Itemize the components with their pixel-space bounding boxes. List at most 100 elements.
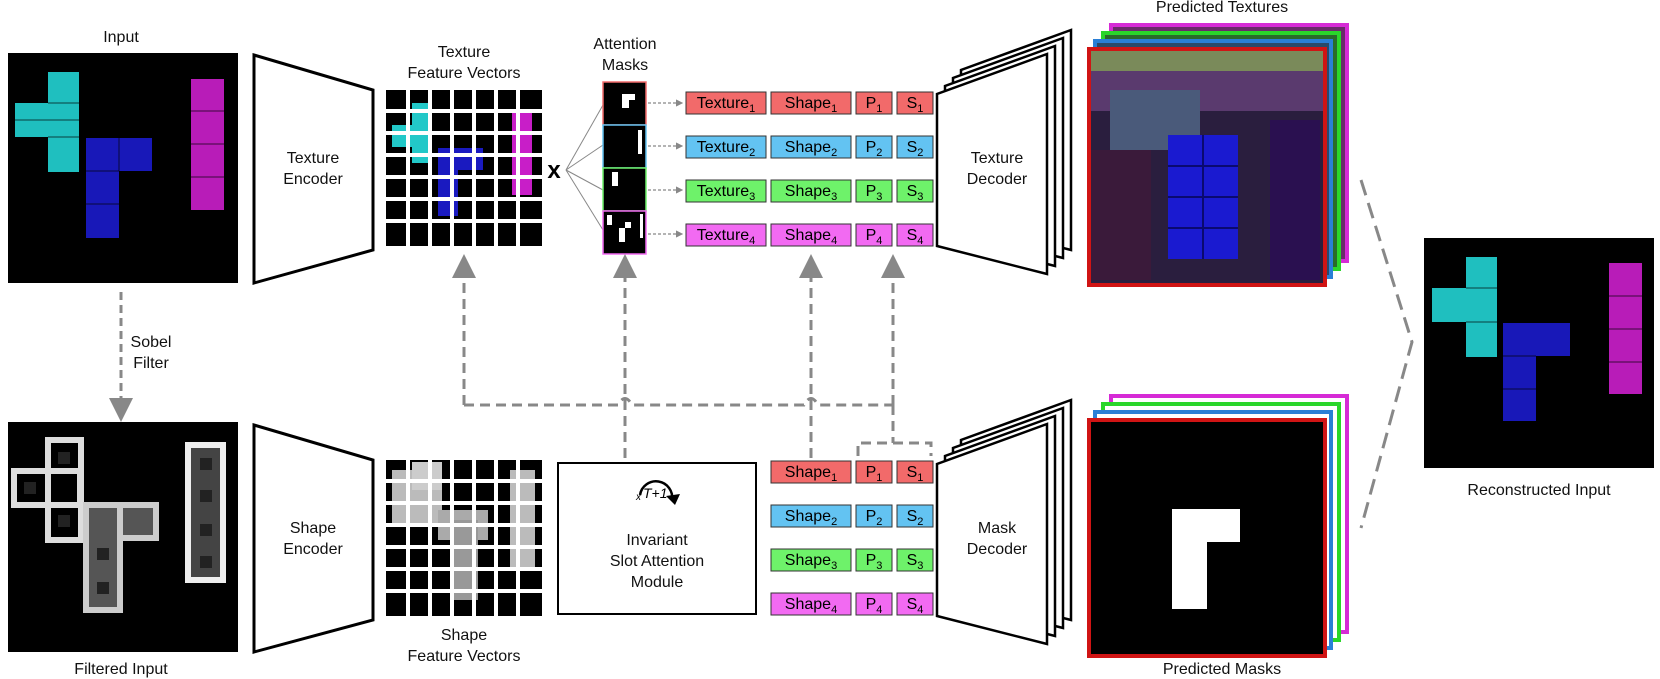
top-slot-4-texture-text: Texture4	[697, 227, 756, 247]
top-slot-2-p: P2	[855, 135, 893, 159]
bottom-slot-4-shape-text: Shape4	[785, 596, 837, 616]
bottom-slot-1-shape-text: Shape1	[785, 464, 837, 484]
attention-label-line2: Masks	[602, 57, 648, 74]
bottom-slot-1-s: S1	[896, 460, 934, 484]
top-slot-3-s: S3	[896, 179, 934, 203]
predicted-masks-stack	[1087, 394, 1349, 658]
predicted-textures-label: Predicted Textures	[1156, 0, 1288, 16]
mask-decoder-label-line1: Mask	[978, 520, 1017, 537]
bottom-slot-3-shape-text: Shape3	[785, 552, 837, 572]
attention-label-line1: Attention	[593, 36, 656, 53]
sobel-label-line1: Sobel	[131, 334, 172, 351]
bottom-slot-2-shape-text: Shape2	[785, 508, 837, 528]
texture-decoder-label-line2: Decoder	[967, 171, 1028, 188]
top-slot-3-p: P3	[855, 179, 893, 203]
top-slot-1-shape: Shape1	[770, 91, 852, 115]
top-slot-3-texture-text: Texture3	[697, 183, 756, 203]
texture-decoder: Texture Decoder	[935, 28, 1073, 276]
isa-label-line3: Module	[631, 574, 684, 591]
top-slot-1-p-text: P1	[866, 95, 883, 115]
texture-encoder: Texture Encoder	[252, 52, 375, 285]
bottom-slot-3-p: P3	[855, 548, 893, 572]
sobel-label-line2: Filter	[133, 355, 169, 372]
input-image	[8, 53, 238, 283]
bottom-slot-2-s: S2	[896, 504, 934, 528]
top-slot-4-p-text: P4	[866, 227, 883, 247]
merge-chevron	[1359, 179, 1414, 529]
loop-x-label: x	[635, 492, 642, 503]
bottom-slot-4-p-text: P4	[866, 596, 883, 616]
shape-feature-grid	[386, 460, 542, 616]
filtered-input-image	[8, 422, 238, 652]
texture-fv-label-line1: Texture	[438, 44, 491, 61]
bottom-slot-4-shape: Shape4	[770, 592, 852, 616]
invariant-slot-attention-module: x T+1 Invariant Slot Attention Module	[557, 462, 757, 615]
texture-decoder-label-line1: Texture	[971, 150, 1024, 167]
mask-to-slot-arrows	[648, 99, 684, 238]
attention-masks	[602, 81, 647, 255]
top-slot-2-texture: Texture2	[685, 135, 767, 159]
loop-icon	[638, 480, 674, 501]
top-slot-1-s: S1	[896, 91, 934, 115]
multiply-fan-lines	[565, 104, 604, 231]
mask-decoder: Mask Decoder	[935, 398, 1073, 646]
top-slot-2-shape-text: Shape2	[785, 139, 837, 159]
bottom-slot-1-s-text: S1	[907, 464, 924, 484]
top-slot-1-p: P1	[855, 91, 893, 115]
feedback-connections	[452, 254, 933, 458]
texture-fv-label-line2: Feature Vectors	[408, 65, 521, 82]
isa-label-line1: Invariant	[626, 532, 688, 549]
texture-encoder-label-line2: Encoder	[283, 171, 343, 188]
multiply-symbol: x	[547, 157, 561, 184]
predicted-masks-label: Predicted Masks	[1163, 661, 1281, 678]
predicted-textures-stack	[1087, 23, 1349, 287]
bottom-slot-3-s: S3	[896, 548, 934, 572]
top-slot-4-shape-text: Shape4	[785, 227, 837, 247]
bottom-slot-2-shape: Shape2	[770, 504, 852, 528]
bottom-slot-2-s-text: S2	[907, 508, 924, 528]
top-slot-2-p-text: P2	[866, 139, 883, 159]
top-slot-1-texture: Texture1	[685, 91, 767, 115]
top-slot-2-s: S2	[896, 135, 934, 159]
top-slot-1-texture-text: Texture1	[697, 95, 756, 115]
bottom-slot-2-p: P2	[855, 504, 893, 528]
shape-fv-label-line2: Feature Vectors	[408, 648, 521, 665]
bottom-slot-3-shape: Shape3	[770, 548, 852, 572]
top-slot-2-s-text: S2	[907, 139, 924, 159]
top-slot-3-texture: Texture3	[685, 179, 767, 203]
top-slot-4-p: P4	[855, 223, 893, 247]
texture-feature-grid	[386, 90, 542, 246]
loop-t-label: T+1	[643, 485, 668, 501]
top-slot-3-p-text: P3	[866, 183, 883, 203]
reconstructed-input-image	[1424, 238, 1654, 468]
top-slot-4-s-text: S4	[907, 227, 924, 247]
top-slot-4-s: S4	[896, 223, 934, 247]
top-slot-3-s-text: S3	[907, 183, 924, 203]
mask-decoder-label-line2: Decoder	[967, 541, 1028, 558]
bottom-slot-1-shape: Shape1	[770, 460, 852, 484]
reconstructed-input-label: Reconstructed Input	[1467, 482, 1611, 499]
bottom-slot-3-s-text: S3	[907, 552, 924, 572]
top-slot-1-shape-text: Shape1	[785, 95, 837, 115]
bottom-slot-1-p: P1	[855, 460, 893, 484]
top-slot-2-shape: Shape2	[770, 135, 852, 159]
shape-encoder-label-line2: Encoder	[283, 541, 343, 558]
isa-label-line2: Slot Attention	[610, 553, 704, 570]
top-slot-3-shape-text: Shape3	[785, 183, 837, 203]
input-label: Input	[103, 29, 139, 46]
bottom-slot-1-p-text: P1	[866, 464, 883, 484]
bottom-slot-4-p: P4	[855, 592, 893, 616]
filtered-input-label: Filtered Input	[74, 661, 168, 678]
shape-encoder-label-line1: Shape	[290, 520, 336, 537]
top-slot-4-texture: Texture4	[685, 223, 767, 247]
bottom-slot-2-p-text: P2	[866, 508, 883, 528]
top-slot-2-texture-text: Texture2	[697, 139, 756, 159]
shape-encoder: Shape Encoder	[252, 422, 375, 654]
bottom-slot-4-s: S4	[896, 592, 934, 616]
bottom-slot-4-s-text: S4	[907, 596, 924, 616]
top-slot-4-shape: Shape4	[770, 223, 852, 247]
